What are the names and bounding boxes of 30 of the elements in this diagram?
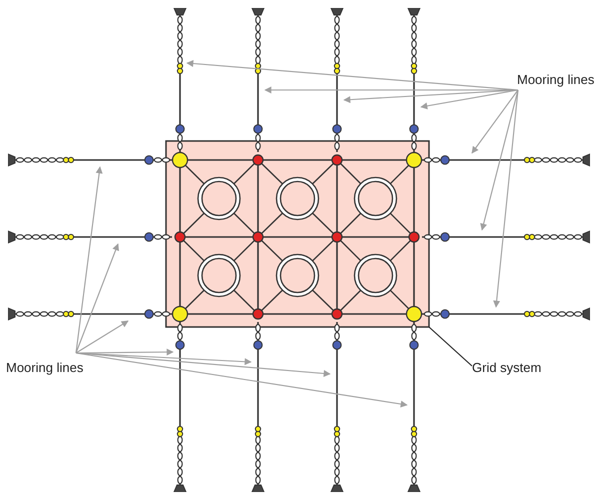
leader-arrow <box>343 89 518 104</box>
mooring-line <box>407 322 421 492</box>
leader-arrow <box>75 166 103 354</box>
leader-arrow <box>480 90 519 231</box>
mooring-line <box>422 230 590 244</box>
mooring-line <box>330 8 344 152</box>
mooring-line <box>173 322 187 492</box>
mooring-line <box>8 153 172 167</box>
mooring-line <box>251 8 265 152</box>
grid-drawing <box>165 140 430 328</box>
leader-arrow <box>420 89 518 110</box>
leader-arrow <box>186 60 518 91</box>
callout-label: Mooring lines <box>6 360 84 375</box>
mooring-line <box>251 322 265 492</box>
leader-arrow <box>493 90 519 308</box>
leader-arrow <box>76 320 129 354</box>
mooring-line <box>422 307 590 321</box>
mooring-line <box>173 8 187 152</box>
mooring-line <box>8 230 172 244</box>
mooring-line <box>8 307 172 321</box>
mooring-line <box>422 153 590 167</box>
mooring-line <box>330 322 344 492</box>
leader-arrow <box>75 243 119 354</box>
leader-line <box>428 326 472 366</box>
leader-arrow <box>472 90 518 154</box>
callout-label: Grid system <box>472 360 542 375</box>
leader-arrow <box>76 352 408 408</box>
callout-label: Mooring lines <box>517 72 594 87</box>
leader-arrow <box>76 352 331 377</box>
mooring-line <box>407 8 421 152</box>
